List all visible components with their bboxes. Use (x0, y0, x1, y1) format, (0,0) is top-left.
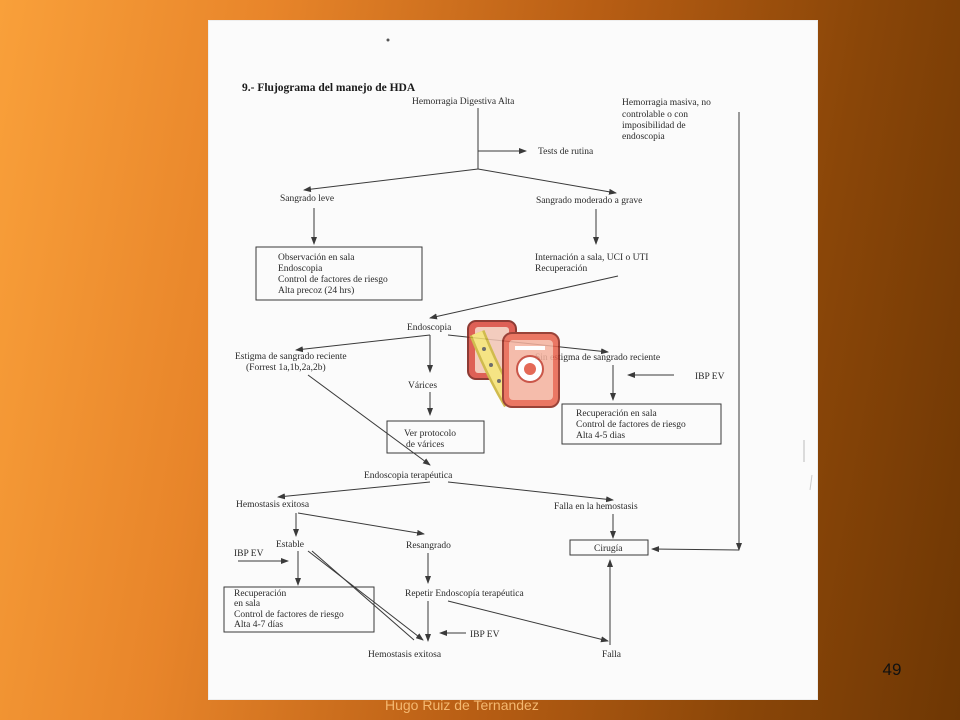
node-ver-protocolo-line1: Ver protocolo (404, 429, 456, 439)
node-ibp-ev-3: IBP EV (470, 630, 500, 640)
node-internacion-line2: Recuperación (535, 264, 587, 274)
node-varices: Várices (408, 381, 437, 391)
node-sangrado-moderado: Sangrado moderado a grave (536, 196, 642, 206)
node-endoscopia: Endoscopia (407, 323, 452, 333)
box-ver-protocolo (386, 420, 485, 454)
edge-internacion-endoscopia (429, 275, 619, 320)
node-ibp-ev-1: IBP EV (695, 372, 725, 382)
node-obs-line2: Endoscopia (278, 264, 323, 274)
node-rec2-line2: en sala (234, 599, 261, 609)
node-ver-protocolo-line2: de várices (406, 440, 445, 450)
node-falla-hemostasis: Falla en la hemostasis (554, 502, 638, 512)
node-repetir-endoscopia: Repetir Endoscopía terapéutica (405, 589, 524, 599)
edge-estable-hemostasis (307, 550, 424, 641)
node-hemostasis-exitosa: Hemostasis exitosa (236, 500, 310, 510)
scan-speck (386, 38, 390, 42)
node-rec2-line3: Control de factores de riesgo (234, 609, 344, 620)
edge-estigma-endo-terapeutica (307, 374, 431, 466)
node-estigma-line1: Estigma de sangrado reciente (235, 352, 347, 362)
node-sangrado-leve: Sangrado leve (280, 194, 334, 204)
edge-ter-falla (447, 481, 614, 503)
edge-hemostasis-resangrado (297, 512, 425, 536)
edge-ter-hemostasis (277, 481, 431, 500)
node-hda: Hemorragia Digestiva Alta (412, 97, 515, 107)
flowchart-title: 9.- Flujograma del manejo de HDA (242, 82, 416, 94)
node-rec1-line3: Alta 4-5 dias (576, 431, 625, 441)
box-recuperacion-2 (223, 586, 375, 633)
node-estigma-line2: (Forrest 1a,1b,2a,2b) (246, 362, 326, 373)
node-sin-estigma: Sin estigma de sangrado reciente (535, 353, 660, 363)
node-obs-line4: Alta precoz (24 hrs) (278, 285, 354, 296)
node-masiva-line2: controlable o con (622, 110, 688, 120)
edge-to-moderado (477, 168, 617, 195)
node-internacion-line1: Internación a sala, UCI o UTI (535, 253, 648, 263)
node-cirugia: Cirugía (594, 544, 623, 554)
node-rec1-line1: Recuperación en sala (576, 409, 657, 419)
node-obs-line1: Observación en sala (278, 253, 355, 263)
node-masiva-line1: Hemorragia masiva, no (622, 98, 711, 108)
slideshow-icon (467, 320, 560, 408)
node-estable: Estable (276, 540, 304, 550)
node-rec2-line1: Recuperación (234, 589, 286, 599)
edge-estable-hemostasis-2 (311, 550, 415, 641)
footer-text: Hugo Ruiz de Ternandez (385, 700, 539, 713)
edge-endo-estigma (295, 334, 431, 353)
edge-to-leve (303, 168, 479, 193)
node-falla: Falla (602, 650, 622, 660)
node-masiva-line3: imposibilidad de (622, 121, 686, 131)
edge-repetir-falla (447, 600, 609, 643)
box-recuperacion-sala (561, 403, 722, 445)
node-rec2-line4: Alta 4-7 días (234, 620, 283, 630)
page-number: 49 (882, 660, 902, 679)
node-ibp-ev-2: IBP EV (234, 549, 264, 559)
node-tests: Tests de rutina (538, 147, 594, 157)
node-hemostasis-exitosa-2: Hemostasis exitosa (368, 650, 442, 660)
node-resangrado: Resangrado (406, 541, 451, 551)
box-cirugia (569, 539, 649, 556)
node-obs-line3: Control de factores de riesgo (278, 274, 388, 285)
node-endoscopia-terapeutica: Endoscopia terapéutica (364, 471, 453, 481)
node-masiva-line4: endoscopia (622, 132, 666, 142)
edge-masiva-to-cirugia-box (651, 546, 740, 553)
box-observacion (255, 246, 423, 301)
scan-mark (809, 474, 813, 491)
node-rec1-line2: Control de factores de riesgo (576, 419, 686, 430)
